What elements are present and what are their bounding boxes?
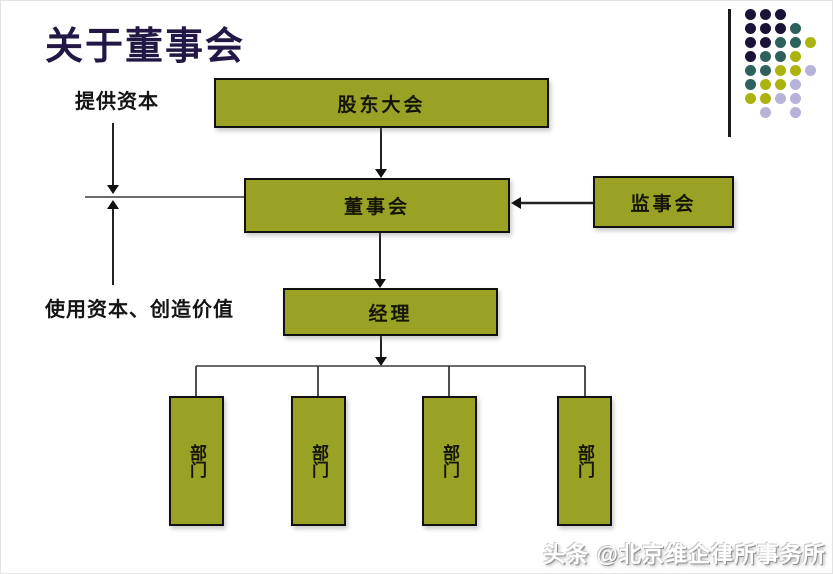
decoration-dot — [775, 65, 786, 76]
decoration-dot — [775, 23, 786, 34]
node-board-of-directors: 董事会 — [244, 178, 510, 233]
label-use-capital: 使用资本、创造价值 — [45, 299, 234, 321]
decoration-dot — [760, 107, 771, 118]
arrow-supervisory-to-board — [511, 197, 593, 209]
decoration-dot — [790, 107, 801, 118]
decoration-dot — [745, 65, 756, 76]
decoration-dot — [745, 51, 756, 62]
decoration-dot — [775, 37, 786, 48]
decoration-dot — [775, 9, 786, 20]
node-department-4: 部门 — [557, 396, 612, 526]
decoration-dot — [790, 93, 801, 104]
decoration-vertical-line — [728, 9, 731, 137]
node-shareholders-meeting: 股东大会 — [214, 78, 549, 128]
decoration-dot — [760, 9, 771, 20]
decoration-dot-grid — [745, 9, 831, 127]
decoration-dot — [775, 93, 786, 104]
decoration-dot — [760, 23, 771, 34]
arrow-manager-to-departments — [195, 336, 586, 396]
decoration-dot — [775, 51, 786, 62]
label-provide-capital: 提供资本 — [75, 91, 159, 113]
decoration-dot — [760, 51, 771, 62]
decoration-dot — [805, 65, 816, 76]
decoration-dot — [760, 93, 771, 104]
decoration-dot — [745, 23, 756, 34]
arrow-board-to-manager — [374, 233, 386, 288]
decoration-dot — [760, 37, 771, 48]
decoration-dot — [745, 79, 756, 90]
decoration-dot — [760, 79, 771, 90]
capital-axis-double-arrow — [85, 123, 244, 285]
decoration-dot — [745, 93, 756, 104]
node-manager: 经理 — [283, 288, 498, 336]
decoration-dot — [745, 37, 756, 48]
page-title: 关于董事会 — [45, 26, 246, 68]
node-department-3: 部门 — [422, 396, 477, 526]
node-supervisory-board: 监事会 — [593, 176, 734, 228]
decoration-dot — [790, 79, 801, 90]
decoration-dot — [790, 37, 801, 48]
decoration-dot — [790, 65, 801, 76]
arrow-shareholders-to-board — [375, 128, 387, 178]
decoration-dot — [760, 65, 771, 76]
decoration-dot — [790, 23, 801, 34]
node-department-1: 部门 — [169, 396, 224, 526]
decoration-dot — [775, 79, 786, 90]
node-department-2: 部门 — [291, 396, 346, 526]
watermark-text: 头条 @北京维企律所事务所 — [543, 542, 826, 567]
decoration-dot — [745, 9, 756, 20]
decoration-dot — [805, 37, 816, 48]
decoration-dot — [790, 51, 801, 62]
